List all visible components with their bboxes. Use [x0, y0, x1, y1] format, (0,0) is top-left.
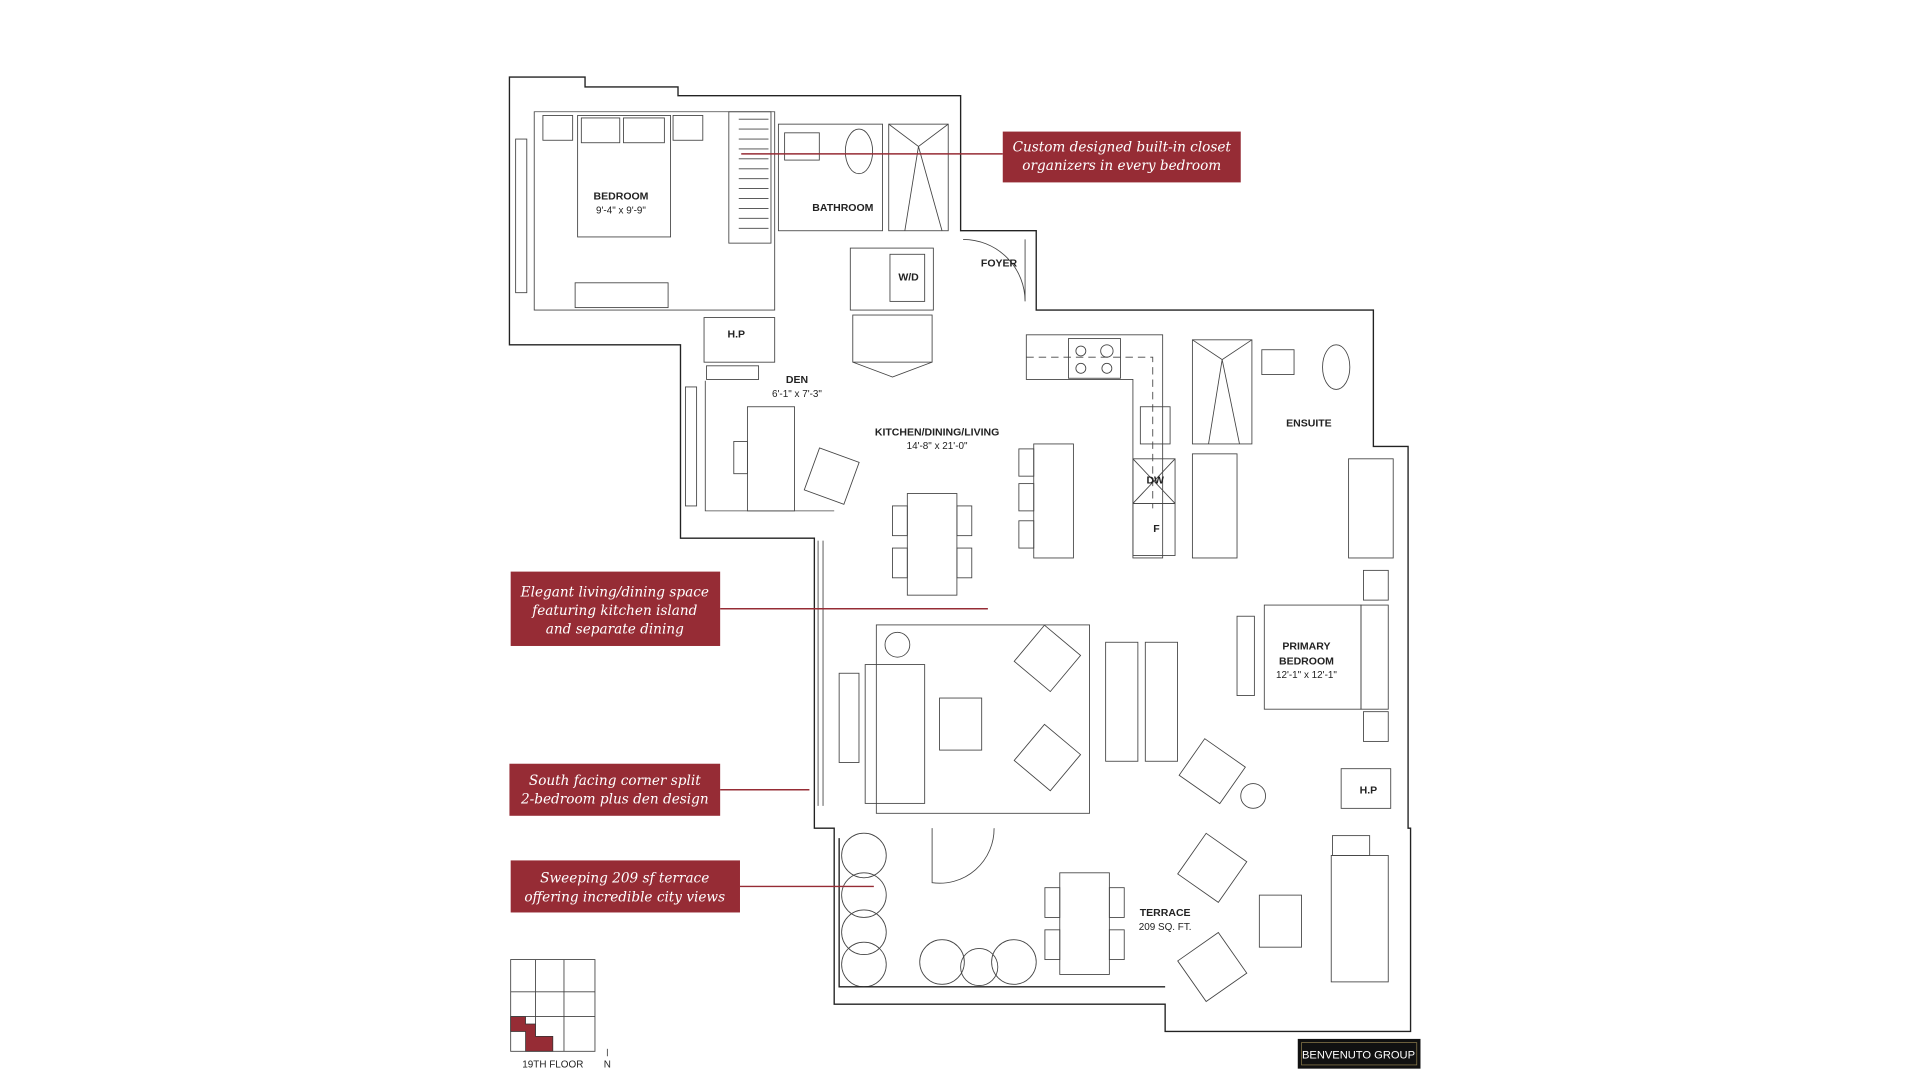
bedroom-furniture	[542, 111, 772, 309]
room-dims-den: 6'-1" x 7'-3"	[772, 389, 822, 400]
north-arrow-label: N	[604, 1059, 611, 1070]
primary-suite-furniture	[1178, 339, 1394, 809]
callout-terrace: Sweeping 209 sf terrace offering incredi…	[510, 860, 874, 913]
room-dims-primary: 12'-1" x 12'-1"	[1276, 670, 1337, 681]
room-label-hp: H.P	[728, 328, 746, 340]
svg-text:organizers in every bedroom: organizers in every bedroom	[1022, 158, 1221, 174]
bathroom-fixtures	[777, 123, 1026, 378]
svg-text:Sweeping 209 sf terrace: Sweeping 209 sf terrace	[540, 871, 709, 887]
key-plan: 19TH FLOOR N	[510, 959, 611, 1070]
svg-text:Custom designed built-in close: Custom designed built-in closet	[1013, 139, 1232, 155]
callout-closets: Custom designed built-in closet organize…	[741, 131, 1241, 183]
kitchen-living-furniture	[733, 334, 1178, 884]
room-label-den: DEN	[786, 374, 808, 386]
room-label-hp-2: H.P	[1360, 784, 1378, 796]
callout-living-dining: Elegant living/dining space featuring ki…	[510, 571, 988, 646]
svg-text:offering incredible city views: offering incredible city views	[524, 889, 725, 905]
room-label-primary-bedroom: BEDROOM	[1279, 656, 1334, 668]
svg-text:and separate dining: and separate dining	[546, 622, 684, 638]
room-label-bedroom: BEDROOM	[594, 191, 649, 203]
room-label-primary: PRIMARY	[1282, 641, 1330, 653]
benvenuto-group-logo: BENVENUTO GROUP	[1297, 1038, 1421, 1069]
terrace-furniture	[838, 832, 1389, 1003]
room-dims-kitchen-dining-living: 14'-8" x 21'-0"	[907, 441, 968, 452]
room-label-bathroom: BATHROOM	[812, 202, 873, 214]
exterior-walls	[508, 76, 1412, 1033]
floor-label: 19TH FLOOR	[522, 1059, 583, 1070]
room-label-dishwasher: DW	[1146, 475, 1164, 487]
svg-text:2-bedroom plus den design: 2-bedroom plus den design	[520, 791, 709, 807]
room-label-wd: W/D	[898, 271, 919, 283]
room-label-fridge: F	[1153, 523, 1160, 535]
room-dims-bedroom: 9'-4" x 9'-9"	[596, 205, 646, 216]
room-label-ensuite: ENSUITE	[1286, 418, 1332, 430]
room-label-foyer: FOYER	[981, 258, 1018, 270]
svg-text:Elegant living/dining space: Elegant living/dining space	[520, 584, 709, 600]
room-label-terrace: TERRACE	[1140, 907, 1191, 919]
callout-south-facing: South facing corner split 2-bedroom plus…	[509, 763, 810, 816]
room-dims-terrace: 209 SQ. FT.	[1139, 922, 1192, 933]
svg-text:South facing corner split: South facing corner split	[529, 773, 701, 789]
svg-text:BENVENUTO GROUP: BENVENUTO GROUP	[1302, 1050, 1415, 1062]
svg-text:featuring kitchen island: featuring kitchen island	[531, 603, 697, 619]
room-label-kitchen-dining-living: KITCHEN/DINING/LIVING	[875, 426, 999, 438]
